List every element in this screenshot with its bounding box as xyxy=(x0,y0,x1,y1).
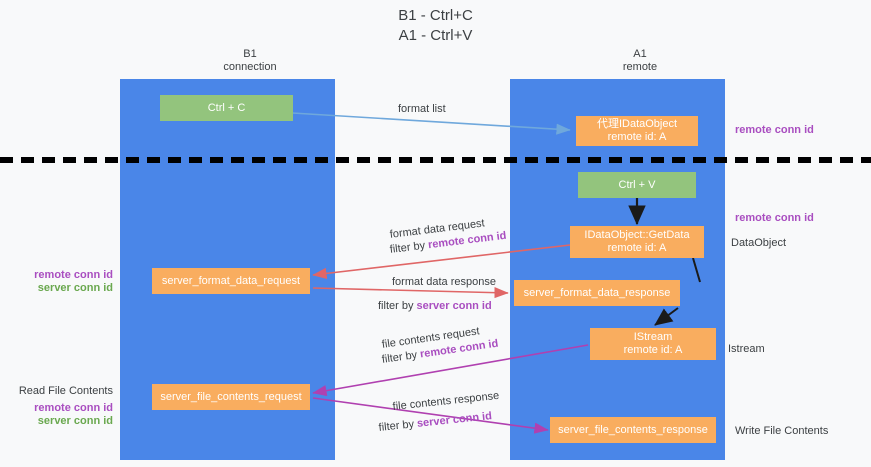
ctrl-v-box[interactable]: Ctrl + V xyxy=(578,172,696,198)
note-server-conn-id-left-mid: server conn id xyxy=(37,282,113,294)
note-write-file-contents: Write File Contents xyxy=(735,425,829,437)
proxy-idataobject-box[interactable]: 代理IDataObject remote id: A xyxy=(576,116,698,146)
server-format-data-response-box[interactable]: server_format_data_response xyxy=(514,280,680,306)
diagram-title: B1 - Ctrl+C A1 - Ctrl+V xyxy=(398,7,473,44)
edge-label-format-data-response: format data response xyxy=(392,276,496,288)
edge-label-format-data-response-filter: filter by server conn id xyxy=(378,299,492,313)
ctrl-c-box[interactable]: Ctrl + C xyxy=(160,95,293,121)
server-file-contents-request-box[interactable]: server_file_contents_request xyxy=(152,384,310,410)
note-istream: Istream xyxy=(728,343,765,355)
filter-prefix: filter by xyxy=(389,239,429,256)
filter-prefix: filter by xyxy=(381,348,421,366)
filter-value-server-conn-id: server conn id xyxy=(416,410,493,430)
note-remote-conn-id-left-mid: remote conn id xyxy=(34,269,113,281)
server-file-contents-response-box[interactable]: server_file_contents_response xyxy=(550,417,716,443)
note-server-conn-id-left-bottom: server conn id xyxy=(37,415,113,427)
column-header-b1: B1 connection xyxy=(223,48,277,73)
note-remote-conn-id-mid: remote conn id xyxy=(735,212,814,224)
column-header-a1: A1 remote xyxy=(622,48,658,73)
note-read-file-contents: Read File Contents xyxy=(18,385,113,397)
edge-label-format-list: format list xyxy=(398,103,446,115)
note-dataobject: DataObject xyxy=(731,237,787,249)
filter-value-server-conn-id: server conn id xyxy=(416,300,492,312)
filter-prefix: filter by xyxy=(378,300,417,312)
server-format-data-request-box[interactable]: server_format_data_request xyxy=(152,268,310,294)
filter-prefix: filter by xyxy=(378,417,418,434)
note-remote-conn-id-top: remote conn id xyxy=(735,124,814,136)
horizontal-dashed-divider xyxy=(0,157,871,163)
istream-box[interactable]: IStream remote id: A xyxy=(590,328,716,360)
note-remote-conn-id-left-bottom: remote conn id xyxy=(34,402,113,414)
idataobject-getdata-box[interactable]: IDataObject::GetData remote id: A xyxy=(570,226,704,258)
